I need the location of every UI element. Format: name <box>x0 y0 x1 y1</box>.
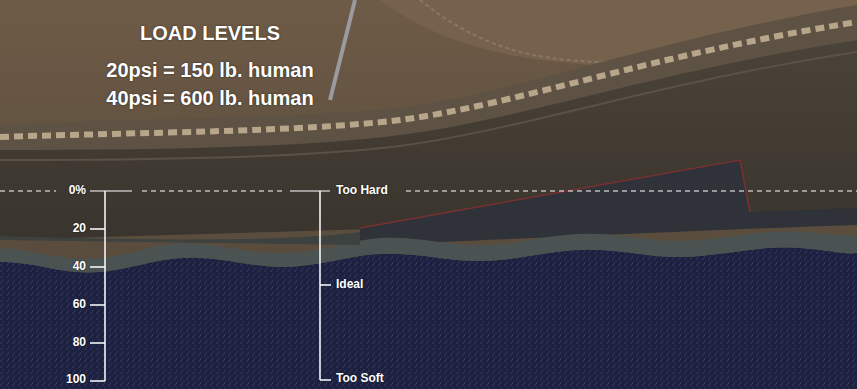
load-note: 20psi = 150 lb. human <box>106 59 313 81</box>
scale-value: 20 <box>73 222 86 235</box>
heading: LOAD LEVELS <box>140 22 280 44</box>
firmness-bracket <box>320 191 331 380</box>
foam <box>0 248 857 389</box>
firmness-label: Too Soft <box>336 372 384 385</box>
foam-top-layer <box>0 232 857 273</box>
scale-value: 0% <box>69 184 86 197</box>
load-note: 40psi = 600 lb. human <box>106 87 313 109</box>
scale-value: 40 <box>73 260 86 273</box>
heel-edge <box>360 160 750 228</box>
zero-line <box>0 190 857 191</box>
layer-shadow <box>0 232 360 245</box>
firmness-label: Too Hard <box>336 184 388 197</box>
scale-value: 80 <box>73 336 86 349</box>
sole-edge <box>0 52 857 160</box>
lace <box>330 0 355 100</box>
scale-value: 60 <box>73 298 86 311</box>
firmness-label: Ideal <box>336 278 363 291</box>
scale-value: 100 <box>66 373 86 386</box>
depth-scale <box>90 191 105 381</box>
